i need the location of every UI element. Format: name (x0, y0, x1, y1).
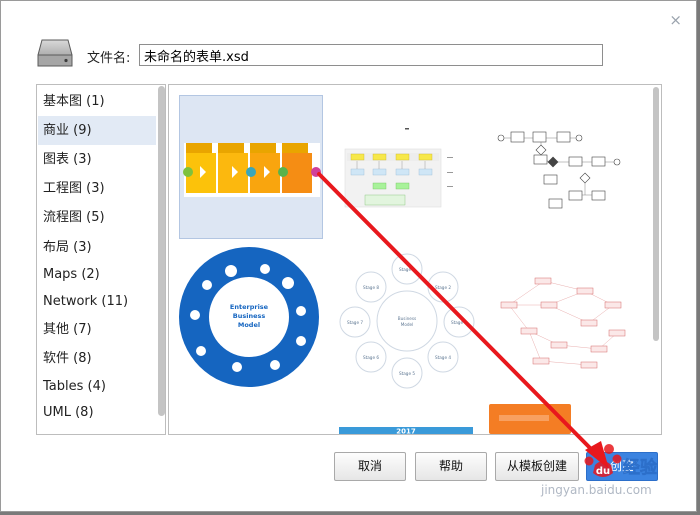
template-enterprise-business-model-preview: Enterprise Business Model (179, 247, 319, 387)
stage-label: Stage 3 (451, 320, 467, 325)
from-template-button[interactable]: 从模板创建 (495, 452, 579, 481)
category-item-basic[interactable]: 基本图 (1) (43, 94, 105, 109)
disk-icon (37, 39, 73, 67)
template-scrollbar[interactable] (653, 85, 660, 434)
category-item-business[interactable]: 商业 (9) (38, 116, 156, 145)
stage-label: Stage 5 (399, 371, 415, 376)
stage-label: Stage 2 (435, 285, 451, 290)
stage-label: Stage 7 (347, 320, 363, 325)
template-timeline-2017-preview: 2017 (339, 427, 473, 436)
template-process-arrows-preview (183, 143, 321, 197)
template-orange-banner-preview (489, 404, 571, 434)
category-item-other[interactable]: 其他 (7) (43, 322, 92, 337)
template-scrollbar-thumb[interactable] (653, 87, 659, 341)
watermark-url: jingyan.baidu.com (541, 483, 652, 497)
template-orange-banner[interactable] (489, 395, 633, 434)
category-list: 基本图 (1) 商业 (9) 图表 (3) 工程图 (3) 流程图 (5) 布局… (36, 84, 166, 435)
cancel-button[interactable]: 取消 (334, 452, 406, 481)
category-item-charts[interactable]: 图表 (3) (43, 152, 92, 167)
stage-label: Stage 4 (435, 355, 451, 360)
category-item-flowchart[interactable]: 流程图 (5) (43, 210, 105, 225)
category-item-network[interactable]: Network (11) (43, 294, 129, 309)
baidu-jingyan-watermark: du 经验 (584, 444, 658, 478)
template-timeline-2017[interactable]: 2017 (335, 395, 479, 436)
template-red-network[interactable] (489, 245, 633, 389)
template-swimlane-flow[interactable] (335, 95, 479, 239)
category-item-engineering[interactable]: 工程图 (3) (43, 181, 105, 196)
help-button[interactable]: 帮助 (415, 452, 487, 481)
timeline-year-label: 2017 (396, 428, 416, 436)
template-bpmn-process[interactable] (489, 95, 633, 239)
template-bpmn-process-preview (497, 131, 621, 209)
template-grid: Enterprise Business Model (168, 84, 662, 435)
enterprise-title-line1: Enterprise (230, 303, 269, 311)
stages-center-line2: Model (401, 322, 414, 327)
category-item-uml[interactable]: UML (8) (43, 405, 94, 420)
close-icon[interactable]: × (669, 11, 682, 29)
category-scrollbar[interactable] (158, 86, 165, 433)
filename-label: 文件名: (87, 51, 131, 66)
category-item-software[interactable]: 软件 (8) (43, 351, 92, 366)
enterprise-title-line3: Model (238, 321, 260, 329)
template-process-arrows[interactable] (179, 95, 323, 239)
filename-input[interactable] (139, 44, 603, 66)
stage-label: Stage 6 (363, 355, 379, 360)
stages-center-line1: Business (398, 316, 416, 321)
category-item-tables[interactable]: Tables (4) (43, 379, 106, 394)
template-red-network-preview (500, 277, 626, 369)
template-swimlane-flow-preview (344, 128, 453, 208)
category-item-maps[interactable]: Maps (2) (43, 267, 100, 282)
template-enterprise-business-model[interactable]: Enterprise Business Model (179, 245, 323, 389)
stage-label: Stage 1 (399, 267, 415, 272)
category-scrollbar-thumb[interactable] (158, 86, 165, 416)
enterprise-title-line2: Business (233, 312, 266, 320)
category-item-layout[interactable]: 布局 (3) (43, 240, 92, 255)
watermark-brand: 经验 (623, 457, 658, 478)
svg-text:du: du (596, 466, 610, 477)
stage-label: Stage 8 (363, 285, 379, 290)
